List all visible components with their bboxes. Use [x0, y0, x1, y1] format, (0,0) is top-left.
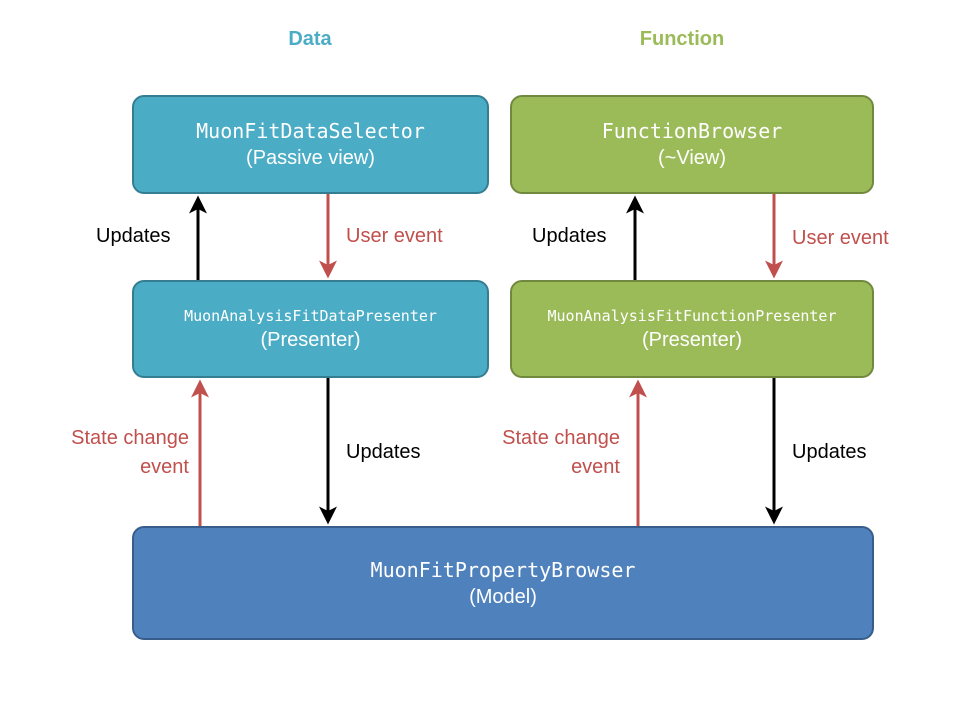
- data-presenter-name: MuonAnalysisFitDataPresenter: [184, 306, 437, 325]
- function-user-event-label: User event: [792, 227, 889, 249]
- data-state-change-line2: event: [140, 456, 189, 478]
- function-presenter-role: (Presenter): [641, 328, 743, 351]
- data-selector-view-box: MuonFitDataSelector (Passive view): [132, 95, 489, 194]
- function-browser-view-box: FunctionBrowser (~View): [510, 95, 874, 194]
- data-state-change-label: State change event: [44, 424, 189, 482]
- data-updates-up-label: Updates: [96, 225, 171, 247]
- function-presenter-name: MuonAnalysisFitFunctionPresenter: [547, 306, 837, 325]
- data-presenter-role: (Presenter): [260, 328, 361, 351]
- data-column-header: Data: [288, 28, 332, 50]
- data-state-change-line1: State change: [71, 427, 189, 449]
- function-updates-down-label: Updates: [792, 441, 867, 463]
- property-browser-model-box: MuonFitPropertyBrowser (Model): [132, 526, 874, 640]
- function-updates-up-label: Updates: [532, 225, 607, 247]
- function-state-change-label: State change event: [474, 424, 620, 482]
- function-presenter-box: MuonAnalysisFitFunctionPresenter (Presen…: [510, 280, 874, 378]
- data-selector-name: MuonFitDataSelector: [196, 119, 425, 143]
- data-presenter-box: MuonAnalysisFitDataPresenter (Presenter): [132, 280, 489, 378]
- property-browser-role: (Model): [469, 585, 537, 608]
- data-selector-role: (Passive view): [246, 147, 375, 169]
- function-state-change-line1: State change: [502, 427, 620, 449]
- function-browser-role: (~View): [658, 147, 726, 169]
- function-state-change-line2: event: [571, 456, 620, 478]
- data-user-event-label: User event: [346, 225, 443, 247]
- function-browser-name: FunctionBrowser: [601, 119, 783, 143]
- data-updates-down-label: Updates: [346, 441, 421, 463]
- function-column-header: Function: [639, 28, 725, 50]
- property-browser-name: MuonFitPropertyBrowser: [370, 557, 636, 582]
